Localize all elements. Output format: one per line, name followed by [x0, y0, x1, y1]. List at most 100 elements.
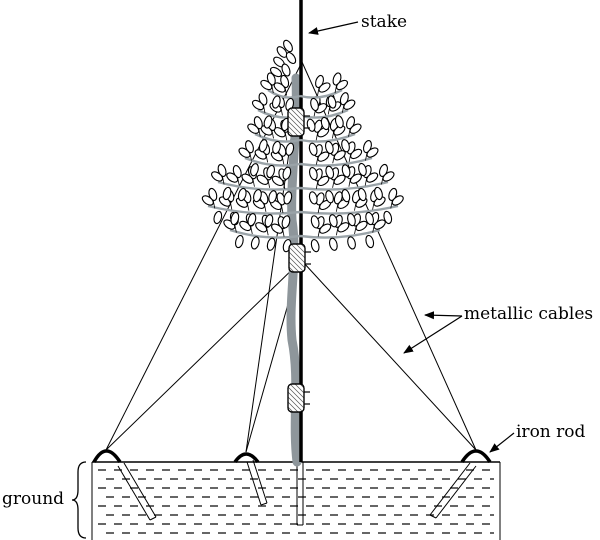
vine-tie [287, 383, 310, 413]
leaf [283, 191, 293, 205]
leaf [264, 214, 274, 228]
leaf [365, 211, 374, 226]
leaf [247, 123, 260, 134]
vine-branch [299, 228, 381, 239]
leaf [362, 139, 372, 154]
leaf [256, 174, 269, 185]
leaf [217, 163, 227, 177]
leaf [327, 95, 337, 109]
leaf [226, 172, 239, 183]
leaf [379, 163, 388, 177]
leaf [271, 223, 284, 234]
leaf [349, 173, 362, 184]
leaf [332, 72, 342, 86]
vine-tie [288, 243, 311, 273]
vine-branch [267, 89, 301, 99]
leaf [285, 142, 295, 156]
leaf [306, 118, 316, 132]
leaf [270, 151, 283, 162]
leaf [208, 187, 218, 201]
ground-label: ground [2, 489, 65, 509]
leaf [324, 140, 334, 155]
leaf [319, 223, 332, 234]
leaf [310, 215, 320, 229]
leaf [339, 92, 349, 106]
ground-bracket [71, 461, 87, 539]
leaf [308, 191, 318, 205]
leaf [281, 215, 291, 229]
iron-rod-arrow [489, 432, 515, 453]
leaf [266, 237, 276, 251]
leaf [247, 213, 257, 227]
leaf [347, 236, 356, 250]
leaf [328, 237, 338, 251]
leaf [258, 139, 268, 153]
cable-arrow-upper [424, 311, 463, 320]
leaf [271, 175, 284, 187]
leaf [213, 210, 223, 225]
ground-block [91, 461, 501, 540]
leaf [269, 66, 283, 78]
leaf [308, 167, 318, 181]
leaf [365, 234, 375, 249]
leaf [383, 210, 393, 225]
leaf [201, 195, 214, 206]
stake-label: stake [361, 12, 408, 32]
vine-branch [299, 180, 389, 191]
leaf [357, 187, 367, 202]
cable-arrow-lower [403, 315, 463, 354]
leaf [366, 147, 379, 158]
leaf [315, 74, 324, 89]
leaf [325, 165, 335, 179]
leaf [355, 220, 368, 232]
leaf [253, 189, 262, 203]
leaf [280, 74, 290, 89]
leaf [391, 195, 404, 206]
iron-rod-label: iron rod [516, 422, 586, 442]
vine-branch [299, 88, 343, 99]
leaf [258, 92, 268, 106]
leaf [238, 147, 251, 158]
leaf [244, 140, 254, 154]
leaf [222, 186, 232, 201]
leaf [281, 63, 291, 77]
label-arrows [308, 21, 515, 453]
vine-branch [299, 204, 399, 215]
leaf [232, 165, 242, 179]
leaf [335, 79, 349, 91]
leaf [234, 234, 244, 249]
leaf [341, 189, 351, 203]
leaf [333, 191, 343, 205]
leaf [268, 190, 278, 204]
iron-rod-middle [233, 452, 260, 464]
leaf [260, 79, 273, 91]
vine-foliage [201, 39, 404, 253]
leaf [310, 239, 320, 253]
buried-stake-base [296, 462, 304, 526]
vine-branch [207, 204, 301, 215]
stake-arrow [308, 21, 359, 35]
leaf [341, 139, 350, 153]
leaf [263, 115, 273, 129]
leaf [341, 164, 351, 178]
leaf [266, 72, 276, 86]
leaf [211, 171, 224, 182]
buried-rod-right [429, 462, 477, 519]
leaf [350, 148, 363, 160]
leaf [283, 39, 293, 53]
leaf [271, 95, 281, 109]
leaf [333, 125, 346, 136]
leaf [230, 211, 240, 226]
leaf [366, 172, 379, 183]
vine-tie [287, 107, 310, 137]
leaf [325, 190, 334, 204]
buried-rod-left [117, 462, 157, 521]
iron-rod-left [92, 449, 122, 463]
metallic-cables-label: metallic cables [464, 304, 594, 324]
leaf [346, 116, 356, 130]
buried-rod-middle [246, 459, 268, 506]
leaf [388, 187, 398, 201]
vine-branch [217, 180, 301, 191]
leaf [250, 163, 259, 177]
